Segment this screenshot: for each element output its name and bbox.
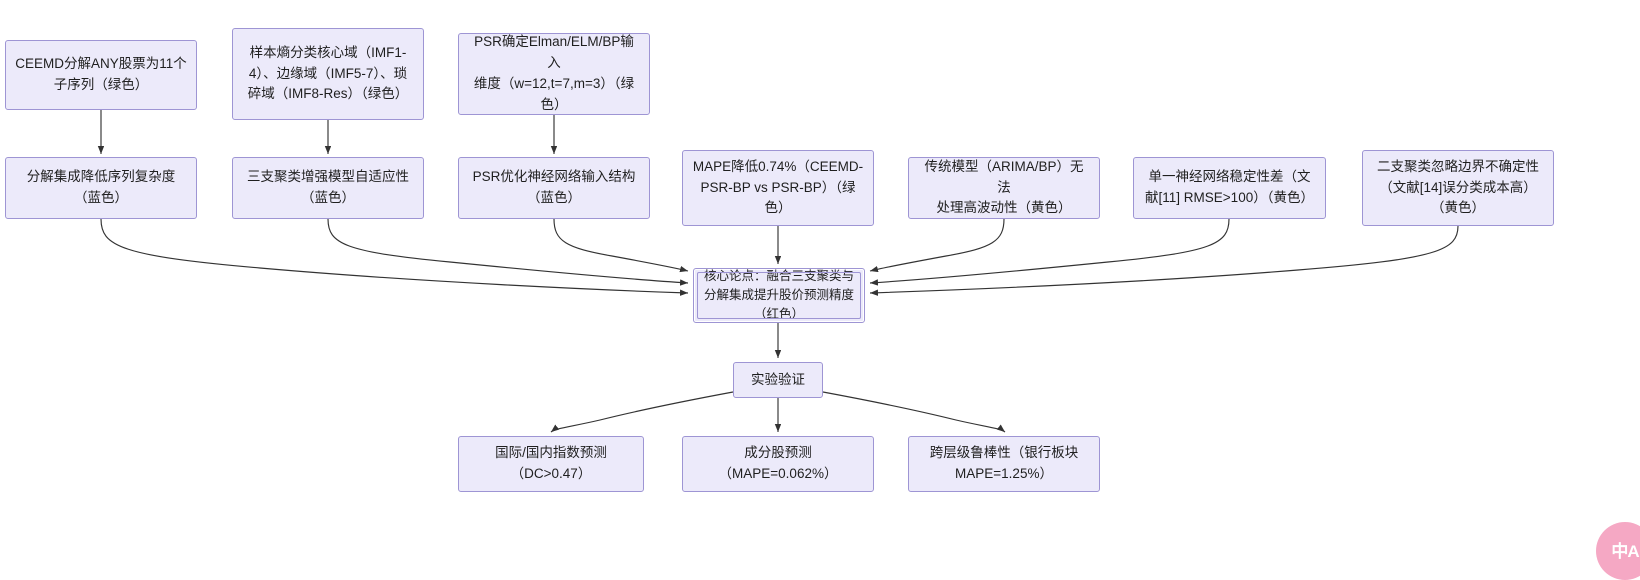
node-constituent-stock-result[interactable]: 成分股预测 （MAPE=0.062%）: [682, 436, 874, 492]
edge-n12-n15: [822, 391, 1006, 433]
node-mape-reduction-evidence[interactable]: MAPE降低0.74%（CEEMD- PSR-BP vs PSR-BP）（绿 色…: [682, 150, 874, 226]
node-traditional-model-limitation[interactable]: 传统模型（ARIMA/BP）无法 处理高波动性（黄色）: [908, 157, 1100, 219]
node-two-way-clustering-boundary-gap[interactable]: 二支聚类忽略边界不确定性 （文献[14]误分类成本高） （黄色）: [1362, 150, 1554, 226]
watermark-badge: 中A: [1596, 522, 1640, 580]
edge-n9-n11: [869, 218, 1230, 286]
node-decomposition-reduces-complexity[interactable]: 分解集成降低序列复杂度 （蓝色）: [5, 157, 197, 219]
edge-n6-n11: [553, 218, 689, 273]
node-cross-level-robustness-result[interactable]: 跨层级鲁棒性（银行板块 MAPE=1.25%）: [908, 436, 1100, 492]
node-psr-optimizes-network-input[interactable]: PSR优化神经网络输入结构 （蓝色）: [458, 157, 650, 219]
edge-n10-n11: [869, 225, 1459, 296]
node-psr-input-dimension[interactable]: PSR确定Elman/ELM/BP输入 维度（w=12,t=7,m=3）（绿 色…: [458, 33, 650, 115]
node-experimental-validation[interactable]: 实验验证: [733, 362, 823, 398]
node-single-network-instability[interactable]: 单一神经网络稳定性差（文 献[11] RMSE>100）（黄色）: [1133, 157, 1326, 219]
edge-n5-n11: [327, 218, 689, 286]
node-core-thesis[interactable]: 核心论点：融合三支聚类与 分解集成提升股价预测精度 （红色）: [693, 268, 865, 323]
node-index-forecast-result[interactable]: 国际/国内指数预测 （DC>0.47）: [458, 436, 644, 492]
node-ceemd-decomposition[interactable]: CEEMD分解ANY股票为11个 子序列（绿色）: [5, 40, 197, 110]
node-three-way-clustering-adaptivity[interactable]: 三支聚类增强模型自适应性 （蓝色）: [232, 157, 424, 219]
node-sample-entropy-classification[interactable]: 样本熵分类核心域（IMF1- 4）、边缘域（IMF5-7）、琐 碎域（IMF8-…: [232, 28, 424, 120]
edge-n12-n13: [550, 391, 734, 433]
edge-n8-n11: [869, 218, 1005, 273]
edge-n4-n11: [100, 218, 689, 296]
